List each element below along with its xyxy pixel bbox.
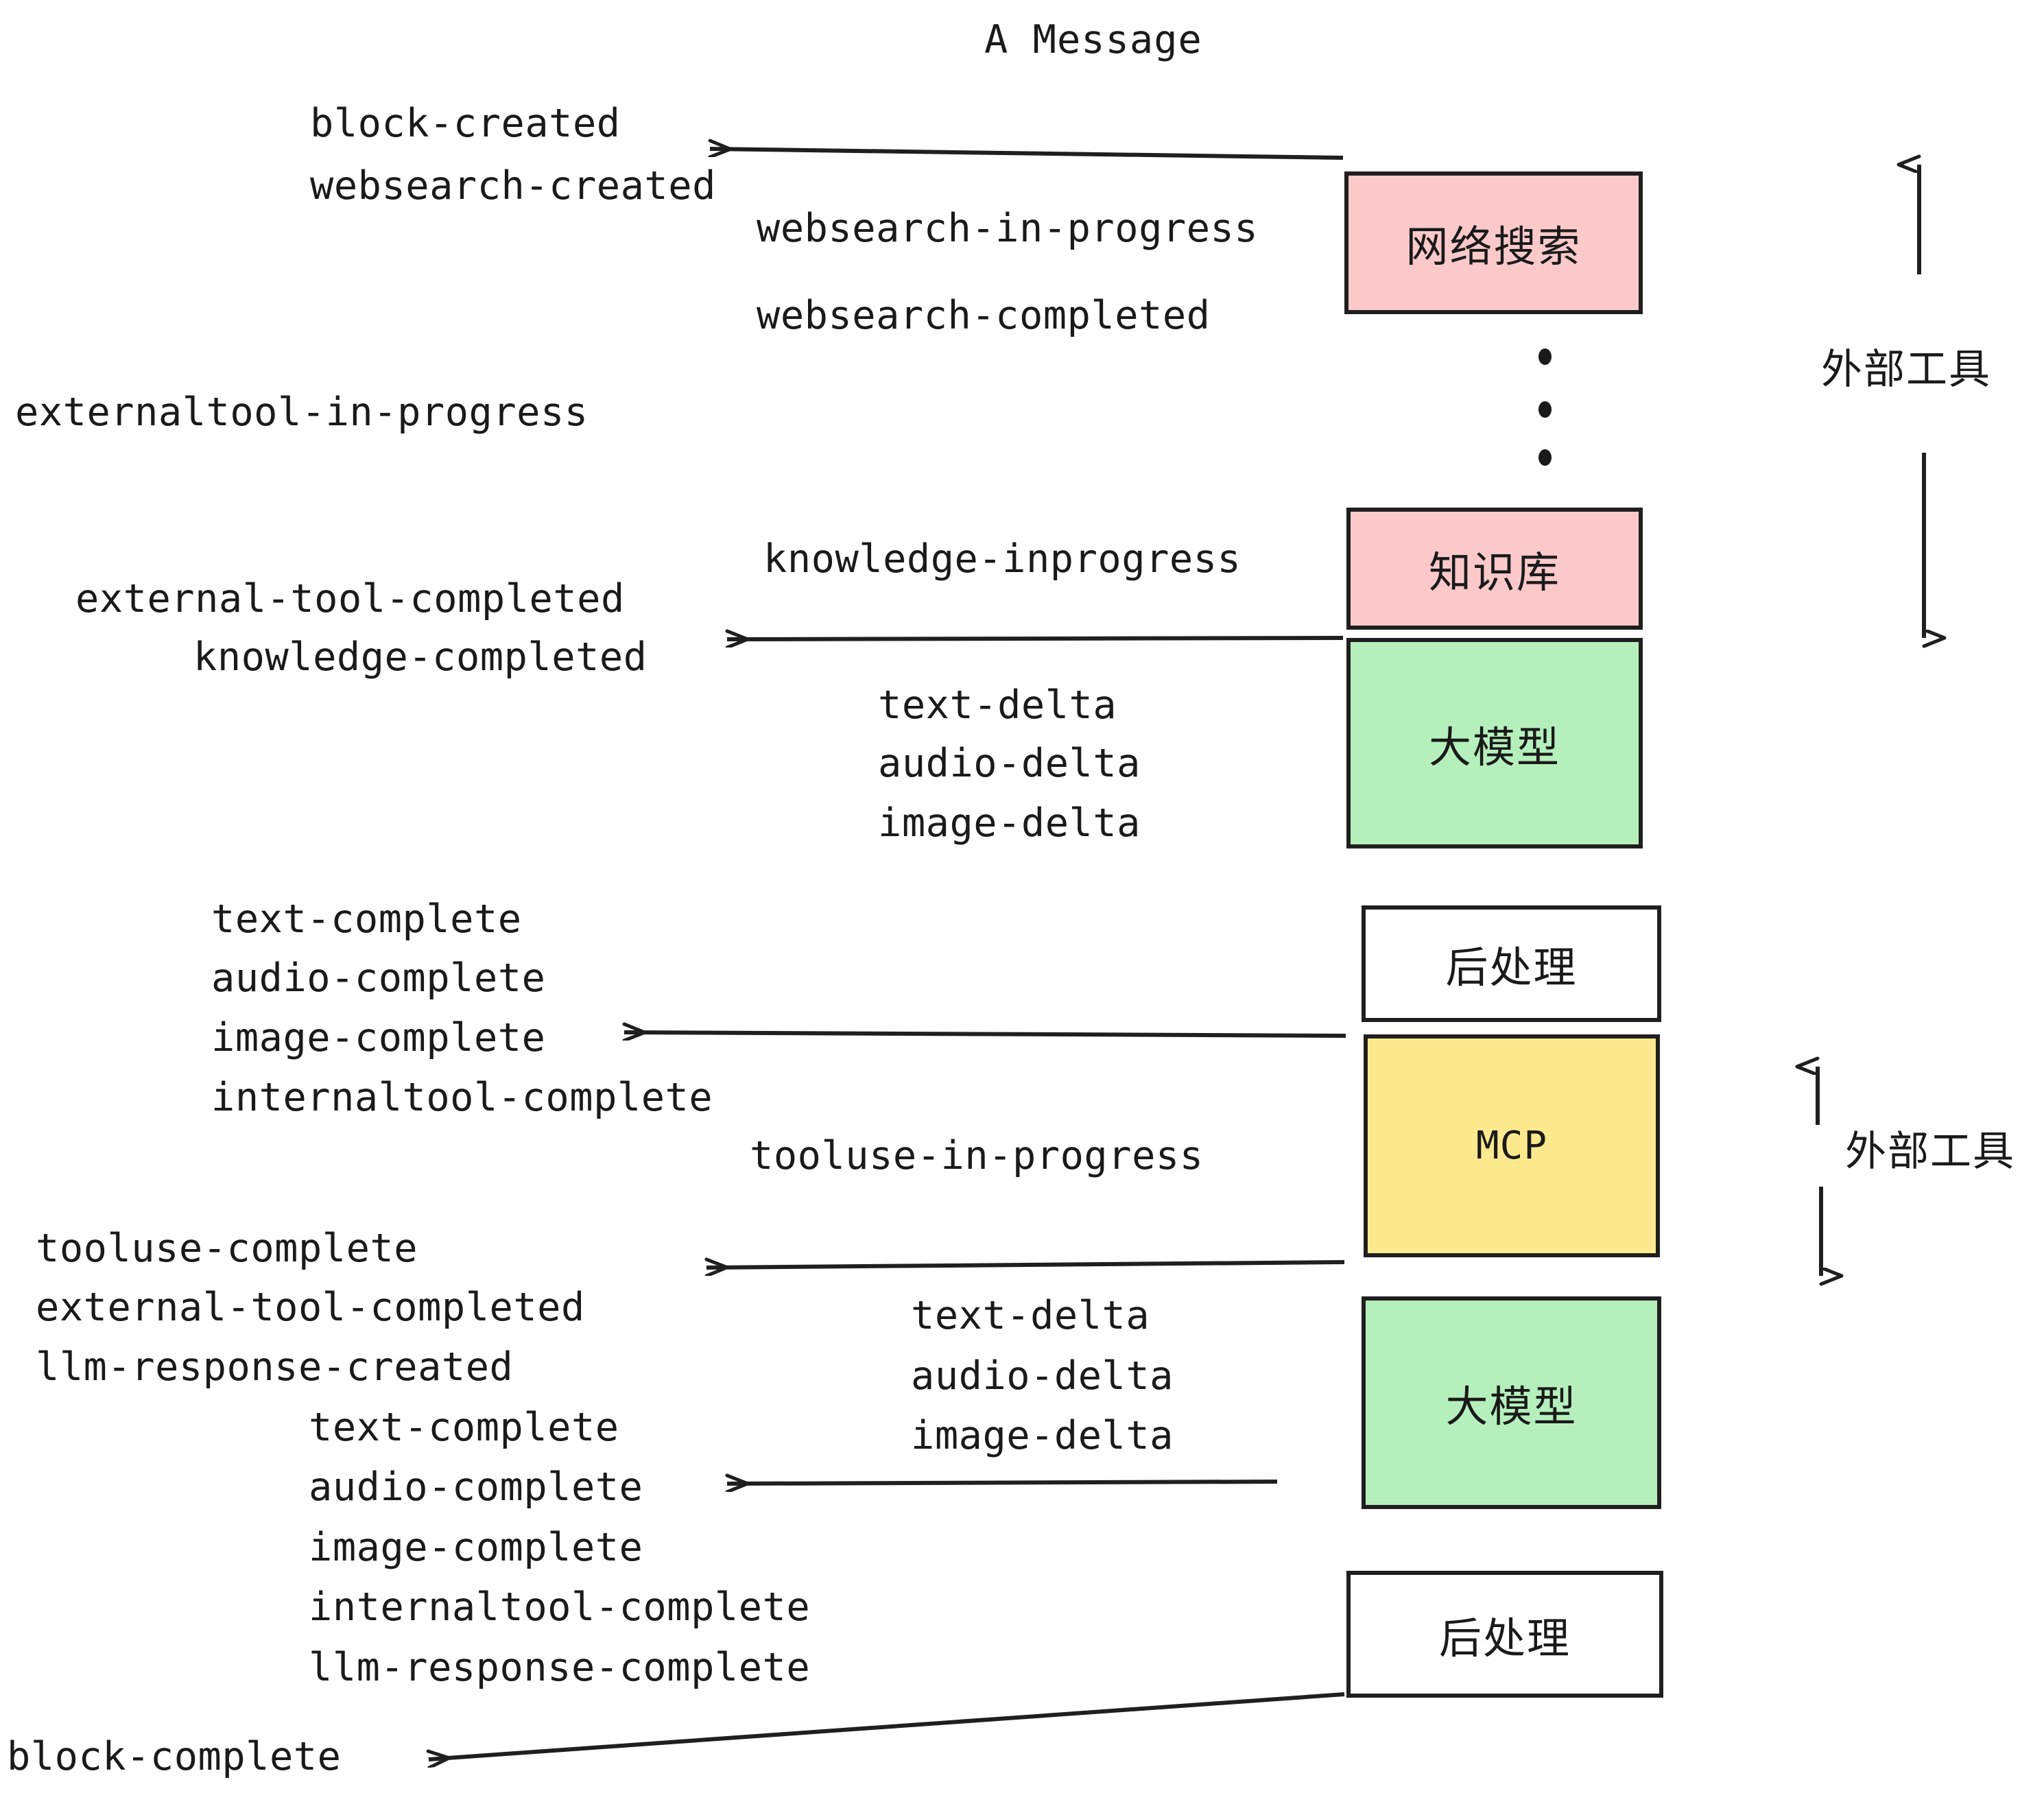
event-websearch-completed: websearch-completed	[757, 293, 1211, 338]
node-llm-2-label: 大模型	[1445, 1381, 1578, 1432]
node-llm-1[interactable]: 大模型	[1346, 638, 1643, 848]
arrow-postproc1-to-imagecomplete	[624, 1032, 1346, 1036]
event-internaltool-complete-2: internaltool-complete	[309, 1585, 811, 1630]
event-internaltool-complete-1: internaltool-complete	[211, 1075, 713, 1120]
event-tooluse-in-progress: tooluse-in-progress	[750, 1133, 1204, 1178]
event-text-delta-2: text-delta	[911, 1293, 1150, 1338]
event-audio-delta-2: audio-delta	[911, 1353, 1174, 1399]
event-knowledge-completed: knowledge-completed	[193, 634, 647, 680]
node-postprocess-2-label: 后处理	[1438, 1613, 1571, 1663]
node-websearch[interactable]: 网络搜索	[1344, 171, 1643, 314]
event-externaltool-in-progress: externaltool-in-progress	[15, 390, 589, 435]
event-knowledge-inprogress: knowledge-inprogress	[763, 536, 1241, 582]
node-knowledge[interactable]: 知识库	[1346, 508, 1643, 630]
arrow-mcp-to-toolusecomplete	[706, 1262, 1345, 1268]
event-image-delta-1: image-delta	[878, 800, 1141, 846]
arrow-postproc2-to-blockcomplete	[429, 1692, 1345, 1759]
event-websearch-in-progress: websearch-in-progress	[757, 206, 1259, 251]
node-postprocess-2[interactable]: 后处理	[1346, 1571, 1663, 1698]
node-mcp[interactable]: MCP	[1364, 1034, 1660, 1257]
node-knowledge-label: 知识库	[1428, 547, 1560, 597]
node-postprocess-1-label: 后处理	[1445, 942, 1578, 993]
event-block-created: block-created	[310, 101, 621, 146]
event-audio-complete-2: audio-complete	[309, 1464, 643, 1510]
node-llm-2[interactable]: 大模型	[1362, 1296, 1661, 1509]
arrow-knowledge-to-knowledgecompleted	[727, 638, 1344, 639]
ellipsis-dot	[1538, 401, 1552, 418]
node-llm-1-label: 大模型	[1428, 722, 1560, 772]
event-text-delta-1: text-delta	[878, 683, 1117, 728]
arrow-llm2-to-audiocomplete	[727, 1482, 1278, 1484]
page-title: A Message	[984, 17, 1202, 62]
event-text-complete-1: text-complete	[211, 897, 522, 942]
ellipsis-dot	[1538, 449, 1552, 466]
node-postprocess-1[interactable]: 后处理	[1362, 905, 1661, 1022]
event-text-complete-2: text-complete	[309, 1405, 619, 1450]
group-label-external-tools-bottom: 外部工具	[1845, 1128, 2015, 1176]
group-label-external-tools-top: 外部工具	[1821, 346, 1991, 394]
node-websearch-label: 网络搜索	[1405, 222, 1582, 272]
event-llm-response-complete: llm-response-complete	[309, 1645, 811, 1690]
event-block-complete: block-complete	[7, 1734, 342, 1779]
event-llm-response-created: llm-response-created	[36, 1344, 514, 1390]
event-external-tool-completed-2: external-tool-completed	[36, 1285, 585, 1330]
event-image-complete-1: image-complete	[211, 1015, 546, 1060]
event-audio-complete-1: audio-complete	[211, 956, 546, 1001]
arrow-websearch-to-blockcreated	[710, 149, 1344, 160]
event-external-tool-completed-1: external-tool-completed	[75, 576, 625, 621]
event-audio-delta-1: audio-delta	[878, 741, 1141, 786]
event-websearch-created: websearch-created	[310, 163, 716, 209]
event-image-complete-2: image-complete	[309, 1525, 643, 1570]
event-tooluse-complete: tooluse-complete	[36, 1226, 418, 1271]
ellipsis-dot	[1538, 348, 1552, 365]
event-image-delta-2: image-delta	[911, 1413, 1174, 1458]
node-mcp-label: MCP	[1475, 1124, 1548, 1168]
